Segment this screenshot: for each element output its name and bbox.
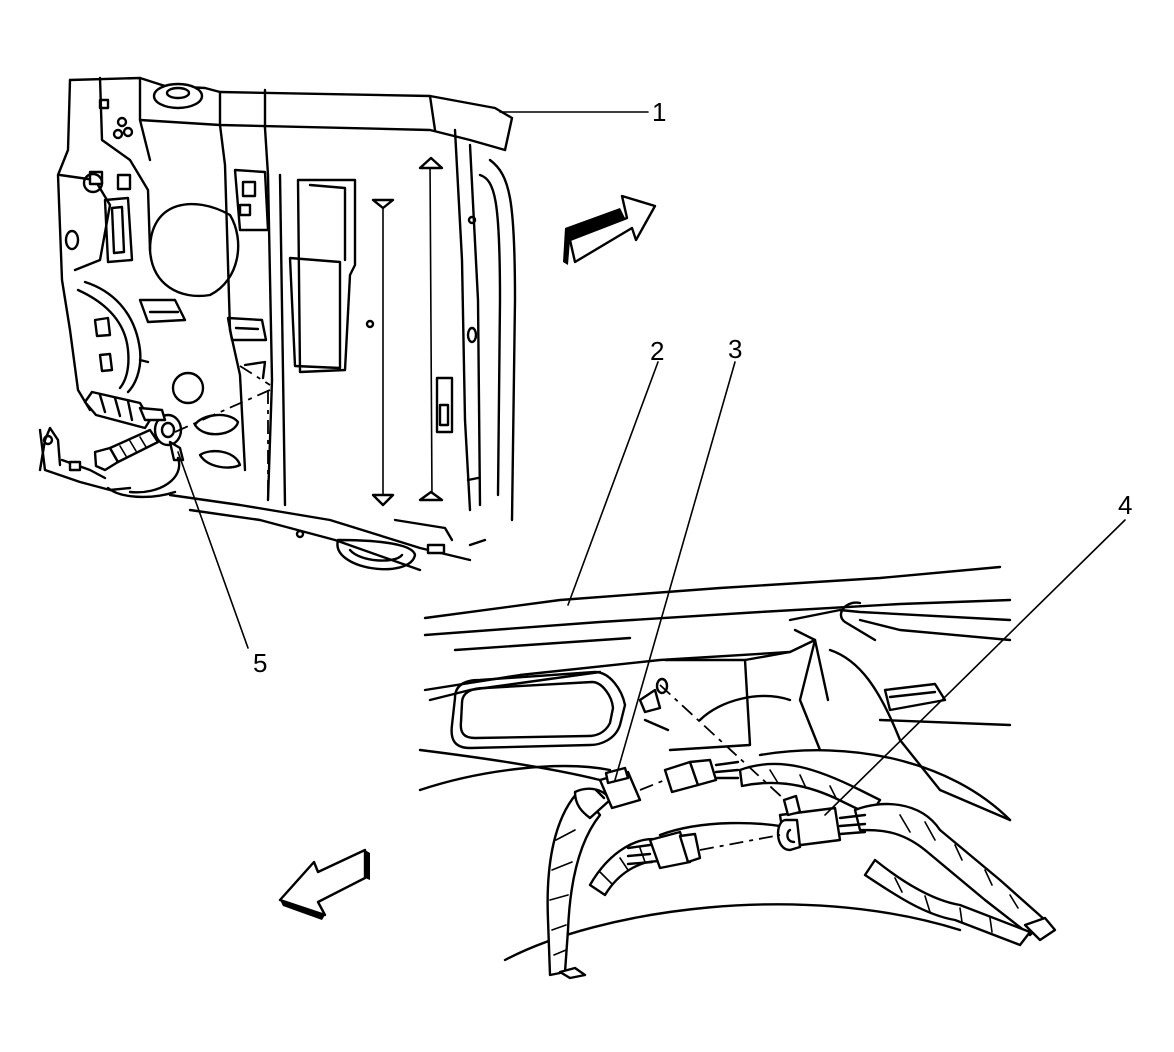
leader-line-5 <box>177 451 249 649</box>
direction-arrow-icon <box>563 194 657 265</box>
callout-3: 3 <box>728 334 742 364</box>
direction-arrow-icon <box>278 848 370 920</box>
callout-5: 5 <box>253 648 267 678</box>
leader-line-4 <box>824 519 1126 816</box>
callout-2: 2 <box>650 336 664 366</box>
callout-1: 1 <box>652 97 666 127</box>
roof-harness-assembly <box>418 565 1057 980</box>
body-panel-assembly <box>38 76 517 572</box>
leader-line-3 <box>614 361 736 781</box>
callout-4: 4 <box>1118 490 1132 520</box>
leader-lines <box>177 111 1126 816</box>
leader-line-2 <box>567 361 659 606</box>
callout-labels: 1 2 3 4 5 <box>253 97 1132 678</box>
